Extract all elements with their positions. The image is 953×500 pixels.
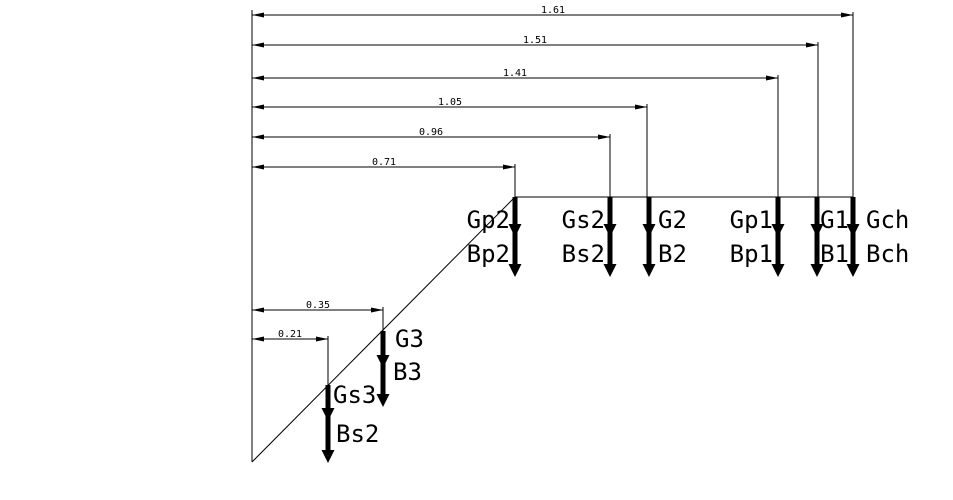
down-arrowhead-icon <box>846 264 860 277</box>
down-arrowhead-icon <box>810 224 824 237</box>
load-label: Gs3 <box>333 381 376 409</box>
load-arrow-gs2-bs2 <box>603 197 617 277</box>
dim-arrow-right-icon <box>635 104 647 110</box>
dimension-1-05: 1.05 <box>252 97 647 110</box>
dimension-1-61: 1.61 <box>252 5 853 18</box>
dimension-value: 1.41 <box>503 68 527 79</box>
dimension-value: 1.51 <box>523 35 547 46</box>
down-arrowhead-icon <box>508 224 522 237</box>
dim-arrow-right-icon <box>806 42 818 48</box>
dim-arrow-left-icon <box>252 134 264 140</box>
load-label: G2 <box>658 206 687 234</box>
dimension-value: 0.35 <box>306 300 330 311</box>
down-arrowhead-icon <box>642 264 656 277</box>
dimension-1-41: 1.41 <box>252 68 778 81</box>
dim-arrow-right-icon <box>371 307 383 313</box>
dim-arrow-left-icon <box>252 12 264 18</box>
dim-arrow-left-icon <box>252 164 264 170</box>
dimension-value: 1.05 <box>438 97 462 108</box>
down-arrowhead-icon <box>771 264 785 277</box>
dim-arrow-right-icon <box>503 164 515 170</box>
load-arrow-g3-b3 <box>376 331 390 407</box>
down-arrowhead-icon <box>642 224 656 237</box>
down-arrowhead-icon <box>603 264 617 277</box>
load-label: B2 <box>658 240 687 268</box>
down-arrowhead-icon <box>376 355 390 368</box>
load-label: Bs2 <box>562 240 605 268</box>
load-label: Gp1 <box>730 206 773 234</box>
dim-arrow-left-icon <box>252 42 264 48</box>
load-arrow-gch-bch <box>846 197 860 277</box>
down-arrowhead-icon <box>321 450 335 463</box>
load-arrow-g2-b2 <box>642 197 656 277</box>
dimension-0-71: 0.71 <box>252 157 515 170</box>
load-label: G1 <box>820 206 849 234</box>
dimension-1-51: 1.51 <box>252 35 818 48</box>
dim-arrow-right-icon <box>841 12 853 18</box>
dim-arrow-right-icon <box>766 75 778 81</box>
dimension-value: 1.61 <box>541 5 565 16</box>
dim-arrow-right-icon <box>598 134 610 140</box>
load-arrow-gs3-bs2 <box>321 385 335 463</box>
dimension-0-21: 0.21 <box>252 329 328 342</box>
dimension-value: 0.71 <box>372 157 396 168</box>
load-label: G3 <box>395 325 424 353</box>
load-label: B3 <box>393 358 422 386</box>
down-arrowhead-icon <box>846 224 860 237</box>
down-arrowhead-icon <box>508 264 522 277</box>
down-arrowhead-icon <box>810 264 824 277</box>
load-label: Gs2 <box>562 206 605 234</box>
load-arrow-gp2-bp2 <box>508 197 522 277</box>
dim-arrow-left-icon <box>252 75 264 81</box>
load-arrow-g1-b1 <box>810 197 824 277</box>
load-label: Gch <box>866 206 909 234</box>
dimension-value: 0.96 <box>419 127 443 138</box>
down-arrowhead-icon <box>376 394 390 407</box>
load-label: Bch <box>866 240 909 268</box>
dim-arrow-left-icon <box>252 104 264 110</box>
down-arrowhead-icon <box>771 224 785 237</box>
load-label: Bp1 <box>730 240 773 268</box>
dim-arrow-left-icon <box>252 336 264 342</box>
down-arrowhead-icon <box>603 224 617 237</box>
down-arrowhead-icon <box>321 408 335 421</box>
extension-lines <box>327 12 854 385</box>
dimension-0-35: 0.35 <box>252 300 383 313</box>
dim-arrow-left-icon <box>252 307 264 313</box>
load-label: Bs2 <box>336 420 379 448</box>
dimension-0-96: 0.96 <box>252 127 610 140</box>
dimension-value: 0.21 <box>278 329 302 340</box>
load-label: Bp2 <box>467 240 510 268</box>
load-label: Gp2 <box>467 206 510 234</box>
load-arrow-gp1-bp1 <box>771 197 785 277</box>
dim-arrow-right-icon <box>316 336 328 342</box>
load-labels: Gp2 Bp2 Gs2 Bs2 G2 B2 Gp1 Bp1 G1 B1 Gch … <box>333 206 909 448</box>
load-label: B1 <box>820 240 849 268</box>
